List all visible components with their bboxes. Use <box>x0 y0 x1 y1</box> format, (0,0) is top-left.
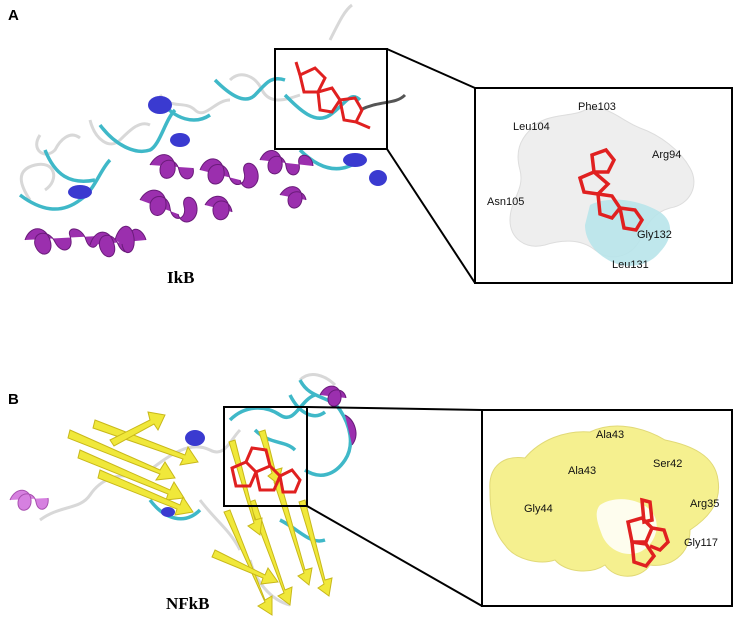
nfkb-coil <box>39 373 337 607</box>
protein-label-ikb: IkB <box>167 268 194 287</box>
nfkb-sheet <box>67 429 176 481</box>
nfkb-residue-label: Ala43 <box>568 465 596 477</box>
ikb-residue-label: Asn105 <box>487 196 524 208</box>
ikb-helix <box>24 228 99 255</box>
ikb-blue-helix <box>369 170 387 186</box>
nfkb-inset-ligand <box>625 497 671 569</box>
ikb-zoom-box <box>274 48 388 150</box>
ikb-residue-label: Gly132 <box>637 229 672 241</box>
nfkb-sheet <box>109 411 166 447</box>
nfkb-sheet <box>97 469 194 516</box>
nfkb-residue-label: Ala43 <box>596 429 624 441</box>
nfkb-sheet <box>298 499 333 597</box>
nfkb-blue-helix <box>185 430 205 446</box>
ikb-inset-ligand <box>577 147 645 232</box>
ikb-blue-helix <box>68 185 92 199</box>
ikb-residue-label: Leu104 <box>513 121 550 133</box>
ikb-connector-bottom <box>386 148 476 284</box>
nfkb-zoom-box <box>223 406 308 507</box>
nfkb-helix <box>319 385 347 407</box>
ikb-blue-helix <box>148 96 172 114</box>
ikb-helix <box>279 186 307 209</box>
ikb-residue-label: Phe103 <box>578 101 616 113</box>
nfkb-blue-helix <box>161 507 175 517</box>
ikb-helix <box>204 195 233 221</box>
panel-letter-a: A <box>8 7 19 24</box>
ikb-tail <box>359 93 407 112</box>
ikb-connector-top <box>386 48 476 89</box>
ikb-protein-structure <box>18 3 407 258</box>
ikb-blue-helix <box>343 153 367 167</box>
ikb-residue-label: Arg94 <box>652 149 681 161</box>
ikb-turns <box>18 77 362 211</box>
nfkb-residue-label: Gly44 <box>524 503 553 515</box>
nfkb-sheet <box>223 509 273 616</box>
nfkb-connector-top <box>306 406 483 411</box>
nfkb-helix-light <box>9 489 49 511</box>
nfkb-connector-bottom <box>306 505 483 607</box>
nfkb-ligand <box>230 446 302 494</box>
panel-letter-b: B <box>8 391 19 408</box>
nfkb-residue-label: Arg35 <box>690 498 719 510</box>
nfkb-residue-label: Ser42 <box>653 458 682 470</box>
ikb-helix <box>114 225 135 253</box>
nfkb-binding-site-inset: Ala43 Ala43 Ser42 Gly44 Arg35 Gly117 <box>481 409 733 607</box>
ikb-blue-helix <box>170 133 190 147</box>
ikb-helix <box>259 150 314 176</box>
panel-a: A <box>8 3 733 287</box>
ikb-coil <box>19 3 353 201</box>
ikb-helix <box>199 158 259 189</box>
nfkb-residue-label: Gly117 <box>684 537 718 549</box>
ikb-residue-label: Leu131 <box>612 259 649 271</box>
nfkb-sheet <box>211 549 279 585</box>
nfkb-helix <box>344 414 357 446</box>
ikb-helix <box>149 154 194 180</box>
panel-b: B <box>8 373 733 616</box>
nfkb-turns <box>148 379 353 543</box>
nfkb-sheet <box>77 449 185 501</box>
ikb-binding-site-inset: Phe103 Leu104 Arg94 Asn105 Gly132 Leu131 <box>474 87 733 284</box>
nfkb-sheet <box>92 419 199 466</box>
ikb-ligand <box>294 61 371 130</box>
protein-label-nfkb: NFkB <box>166 594 209 613</box>
nfkb-protein-structure <box>9 373 357 616</box>
nfkb-surface <box>489 425 720 577</box>
ikb-helix <box>139 189 198 223</box>
